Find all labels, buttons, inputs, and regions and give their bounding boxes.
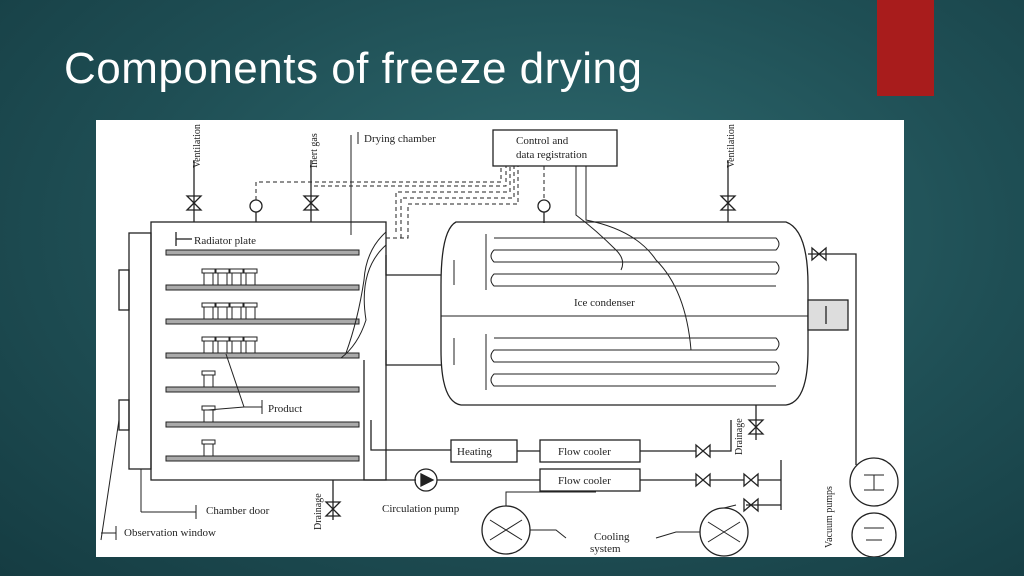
label-circulation-pump: Circulation pump: [382, 503, 460, 515]
pressure-gauge-left: [249, 199, 263, 213]
radiator-plate: [165, 249, 360, 256]
radiator-plate: [165, 284, 360, 291]
flow-valve-3: [743, 472, 759, 488]
radiator-plates: [165, 249, 360, 462]
label-control-line1: Control and: [516, 135, 569, 147]
radiator-plate: [165, 421, 360, 428]
condenser-coils-upper: [485, 234, 780, 290]
label-flow-cooler-2: Flow cooler: [558, 475, 611, 487]
radiator-plate: [165, 455, 360, 462]
label-radiator-plate: Radiator plate: [194, 235, 256, 247]
accent-tab: [877, 0, 934, 96]
product-vials: [201, 268, 258, 457]
ventilation-valve-right: [719, 195, 737, 211]
condenser-outlet: [807, 299, 849, 331]
label-drainage-left: Drainage: [313, 493, 324, 530]
vacuum-pump-1: [849, 457, 899, 507]
label-vacuum-pumps: Vacuum pumps: [824, 486, 835, 548]
freeze-dryer-diagram: Radiator plate Product Drying chamber Ch…: [96, 120, 904, 557]
label-ventilation-right: Ventilation: [726, 124, 737, 168]
drainage-valve-right: [747, 419, 765, 435]
control-box: [492, 129, 618, 167]
inert-gas-valve: [302, 195, 320, 211]
label-drainage-right: Drainage: [734, 418, 745, 455]
observation-window-lower: [118, 399, 130, 431]
flow-valve-1: [695, 443, 711, 459]
drying-chamber-body: [150, 221, 387, 481]
label-drying-chamber: Drying chamber: [364, 133, 436, 145]
condenser-coils-lower: [485, 334, 780, 390]
label-ice-condenser: Ice condenser: [574, 297, 635, 309]
flow-valve-4: [743, 497, 759, 513]
radiator-plate: [165, 318, 360, 325]
observation-window: [118, 269, 130, 311]
chamber-door: [128, 232, 152, 470]
pressure-gauge-right: [537, 199, 551, 213]
label-cooling-line2: system: [590, 543, 621, 555]
vacuum-valve: [811, 246, 827, 262]
radiator-plate: [165, 352, 360, 359]
label-flow-cooler-1: Flow cooler: [558, 446, 611, 458]
slide-title: Components of freeze drying: [64, 44, 643, 93]
signal-lines: [255, 166, 545, 239]
label-chamber-door: Chamber door: [206, 505, 270, 517]
label-inert-gas: Inert gas: [309, 133, 320, 168]
ventilation-valve-left: [185, 195, 203, 211]
flow-valve-2: [695, 472, 711, 488]
label-cooling-line1: Cooling: [594, 531, 630, 543]
label-product: Product: [268, 403, 302, 415]
ice-condenser-body: [440, 221, 809, 406]
label-ventilation-left: Ventilation: [192, 124, 203, 168]
vacuum-pump-2: [851, 512, 897, 557]
label-observation-window: Observation window: [124, 527, 216, 539]
radiator-plate: [165, 386, 360, 393]
label-control-line2: data registration: [516, 149, 588, 161]
label-heating: Heating: [457, 446, 492, 458]
drainage-valve-left: [324, 501, 342, 517]
